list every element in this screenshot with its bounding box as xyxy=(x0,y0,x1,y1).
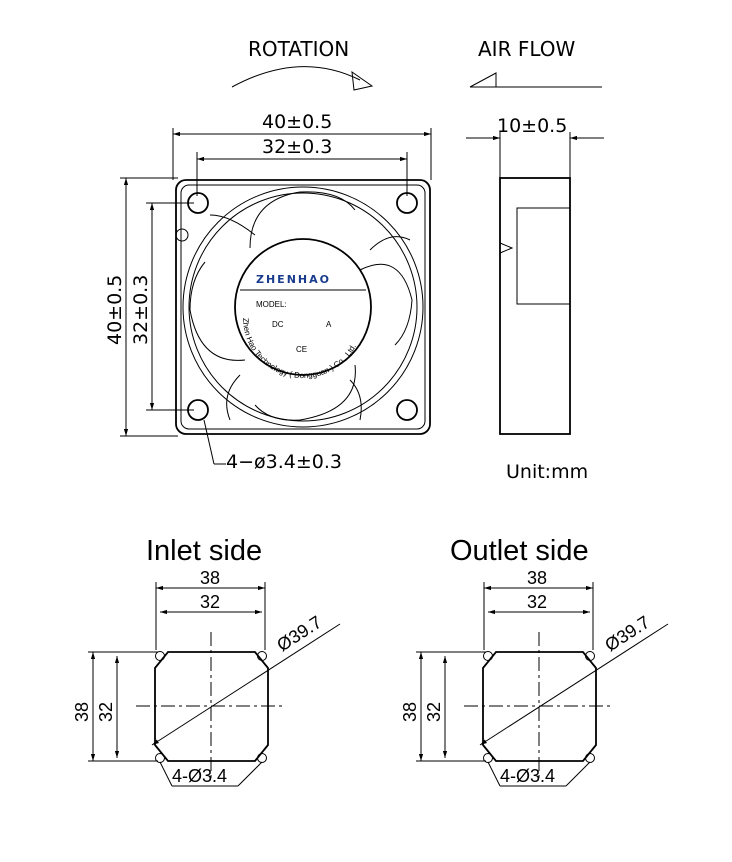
inlet-holes-label: 4-Ø3.4 xyxy=(172,766,227,786)
front-view: ROTATION 40±0.5 32±0.3 40±0.5 32±0.3 xyxy=(104,37,432,473)
mount-hole xyxy=(396,192,418,214)
mount-hole xyxy=(396,399,418,421)
outlet-dim-32-v: 32 xyxy=(424,702,444,722)
fan-hub xyxy=(234,238,372,376)
brand-logo: ZHENHAO xyxy=(256,273,331,286)
outlet-diameter-label: Ø39.7 xyxy=(601,612,653,655)
inlet-diameter-label: Ø39.7 xyxy=(273,612,325,655)
fan-blades xyxy=(189,191,413,421)
outlet-title: Outlet side xyxy=(450,535,589,567)
outlet-dim-32-h: 32 xyxy=(527,592,547,612)
inlet-outline xyxy=(154,651,269,762)
fan-side-body xyxy=(499,177,571,435)
height-outer-label: 40±0.5 xyxy=(104,275,126,345)
outlet-outline xyxy=(482,651,597,762)
hole-spec-label: 4−ø3.4±0.3 xyxy=(226,451,342,473)
inlet-side-view: Inlet side 38 32 38 32 Ø39.7 4-Ø3.4 xyxy=(72,535,341,787)
outlet-side-view: Outlet side 38 32 38 32 Ø39.7 4-Ø3.4 xyxy=(400,535,669,787)
rotation-arrow-icon xyxy=(231,66,361,88)
outlet-dim-38-v: 38 xyxy=(400,702,420,722)
mount-hole xyxy=(187,192,209,214)
outlet-holes-label: 4-Ø3.4 xyxy=(500,766,555,786)
airflow-arrow-icon xyxy=(469,72,602,88)
mount-hole xyxy=(257,651,267,661)
inlet-dim-32-h: 32 xyxy=(200,592,220,612)
inlet-title: Inlet side xyxy=(146,535,262,567)
rotation-arrowhead-icon xyxy=(351,70,374,91)
width-outer-label: 40±0.5 xyxy=(262,111,332,133)
airflow-label: AIR FLOW xyxy=(478,37,576,61)
inlet-dim-38-h: 38 xyxy=(200,568,220,588)
mount-hole xyxy=(187,399,209,421)
inlet-dim-32-v: 32 xyxy=(96,702,116,722)
model-label: MODEL: xyxy=(256,300,287,309)
inlet-dim-38-v: 38 xyxy=(72,702,92,722)
amp-label: A xyxy=(326,320,332,329)
fan-frame xyxy=(175,179,431,435)
rotation-label: ROTATION xyxy=(248,37,349,61)
height-holes-label: 32±0.3 xyxy=(130,275,152,345)
mount-hole xyxy=(155,651,165,661)
side-view: AIR FLOW 10±0.5 Unit:mm xyxy=(466,37,604,483)
mount-hole xyxy=(257,753,267,763)
outlet-dim-38-h: 38 xyxy=(527,568,547,588)
width-holes-label: 32±0.3 xyxy=(262,136,332,158)
mount-hole xyxy=(155,753,165,763)
mount-hole xyxy=(483,753,493,763)
mount-hole xyxy=(585,651,595,661)
ce-mark: CE xyxy=(296,345,307,354)
depth-label: 10±0.5 xyxy=(497,115,567,137)
mount-hole xyxy=(483,651,493,661)
unit-label: Unit:mm xyxy=(506,461,588,483)
dc-label: DC xyxy=(272,320,284,329)
mount-hole xyxy=(585,753,595,763)
